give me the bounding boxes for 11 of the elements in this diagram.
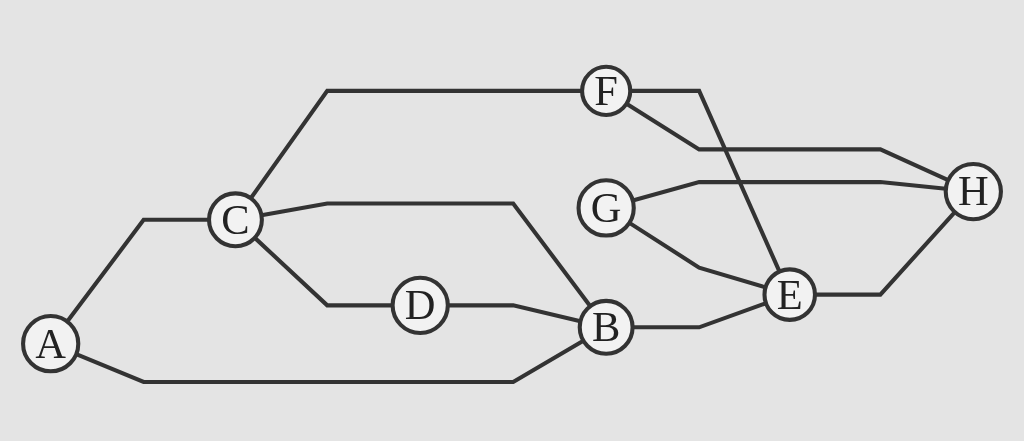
- node-circle: G: [576, 178, 636, 238]
- node-circle: E: [762, 267, 818, 322]
- node-circle: B: [577, 298, 635, 356]
- connector: [65, 217, 209, 323]
- connector: [815, 210, 957, 297]
- node-circle: F: [580, 64, 633, 117]
- connector: [75, 338, 585, 385]
- node-circle: D: [390, 275, 450, 335]
- node-circle: C: [206, 191, 264, 249]
- node-circle: A: [21, 314, 81, 374]
- node-circle: H: [943, 161, 1003, 222]
